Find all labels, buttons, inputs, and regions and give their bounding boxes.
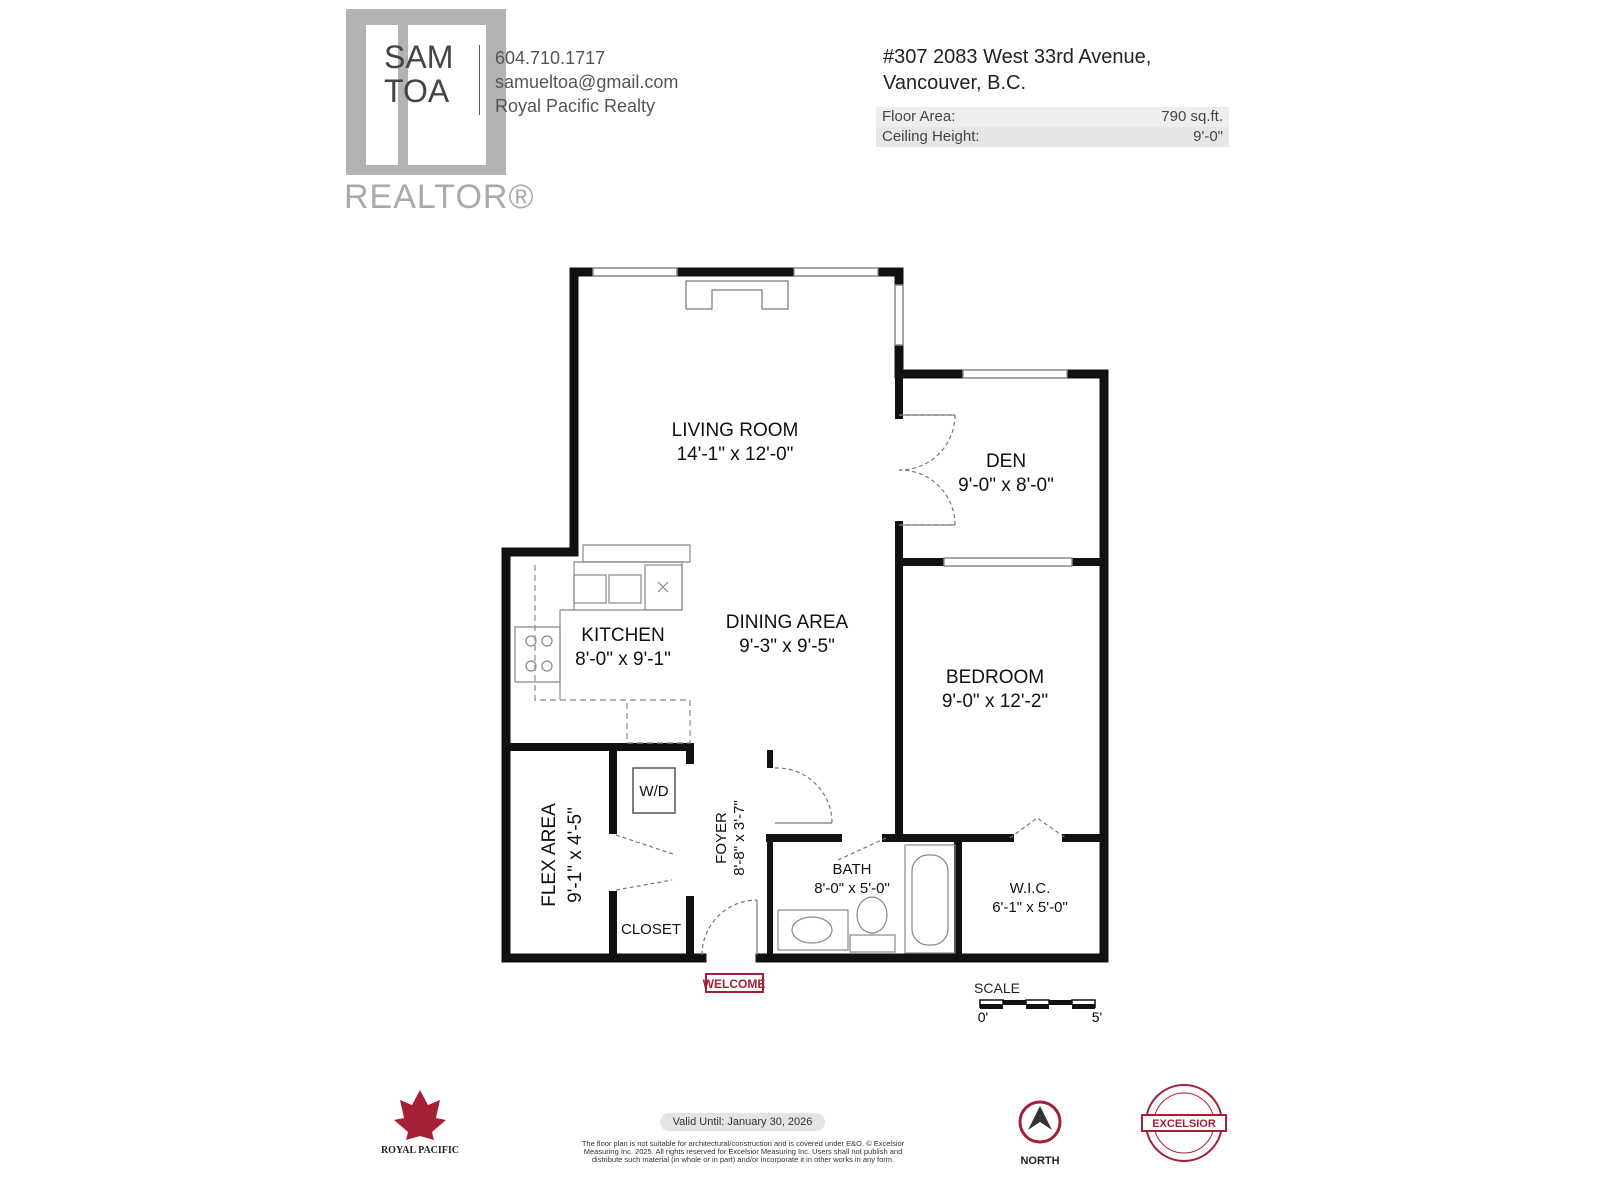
- scale-bar: SCALE 0' 5': [974, 980, 1102, 1025]
- bath-fixtures: [777, 844, 956, 954]
- maple-leaf-icon: [394, 1090, 446, 1140]
- agent-first-name: SAM: [384, 39, 454, 75]
- realtor-logo-stem: [398, 25, 408, 165]
- toilet-tank: [849, 934, 896, 953]
- stove-icon: [514, 626, 561, 683]
- fact-ceiling-height: Ceiling Height: 9'-0": [876, 127, 1229, 147]
- room-dims: 9'-3" x 9'-5": [739, 636, 835, 657]
- sink-icon: [791, 916, 833, 944]
- washer-dryer: [632, 767, 676, 814]
- room-dims: 9'-1" x 4'-5": [565, 807, 586, 903]
- room-kitchen: KITCHEN 8'-0" x 9'-1": [575, 625, 671, 670]
- kitchen-fixtures: [514, 544, 691, 744]
- room-den: DEN 9'-0" x 8'-0": [958, 451, 1054, 496]
- agent-name: SAM TOA: [384, 40, 453, 108]
- royal-pacific-logo: [394, 1090, 446, 1140]
- room-dims: 9'-0" x 12'-2": [942, 691, 1048, 712]
- room-name: KITCHEN: [581, 625, 664, 646]
- room-name: DINING AREA: [726, 612, 849, 633]
- room-name: LIVING ROOM: [672, 420, 799, 441]
- realtor-logo-r: [366, 25, 486, 165]
- room-bath: BATH 8'-0" x 5'-0": [814, 861, 890, 897]
- room-dims: 9'-0" x 8'-0": [958, 475, 1054, 496]
- scale-start: 0': [978, 1009, 988, 1025]
- dishwasher-icon: [644, 564, 683, 611]
- room-wic: W.I.C. 6'-1" x 5'-0": [992, 880, 1068, 916]
- north-compass-icon: [1018, 1100, 1062, 1144]
- fact-floor-area: Floor Area: 790 sq.ft.: [876, 107, 1229, 127]
- fact-value: 790 sq.ft.: [1161, 108, 1223, 125]
- seal-text: EXCELSIOR: [1152, 1118, 1216, 1130]
- agent-email: samueltoa@gmail.com: [495, 72, 679, 92]
- valid-until-badge: Valid Until: January 30, 2026: [660, 1113, 825, 1131]
- fact-label: Ceiling Height:: [882, 128, 980, 145]
- room-dims: 8'-0" x 9'-1": [575, 649, 671, 670]
- toilet-icon: [856, 896, 888, 934]
- room-flex: FLEX AREA 9'-1" x 4'-5": [539, 803, 586, 907]
- bathtub-icon: [904, 844, 956, 954]
- agent-last-name: TOA: [384, 73, 450, 109]
- room-foyer: FOYER 8'-8" x 3'-7": [713, 800, 748, 876]
- room-dims: 8'-0" x 5'-0": [814, 880, 890, 897]
- sink-icon: [573, 574, 607, 604]
- room-dims: 6'-1" x 5'-0": [992, 899, 1068, 916]
- windows: [592, 267, 1073, 567]
- doors: [615, 414, 1067, 956]
- welcome-text: WELCOME: [703, 977, 766, 991]
- room-name: BATH: [833, 861, 872, 878]
- property-facts: Floor Area: 790 sq.ft. Ceiling Height: 9'-…: [876, 107, 1229, 147]
- scale-label: SCALE: [974, 980, 1020, 996]
- divider: [479, 45, 480, 115]
- realtor-wordmark: REALTOR®: [344, 178, 535, 216]
- room-name: DEN: [986, 451, 1026, 472]
- north-label: NORTH: [1020, 1155, 1060, 1167]
- room-name: W.I.C.: [1010, 880, 1051, 897]
- vanity-icon: [777, 909, 849, 951]
- room-name: FOYER: [713, 812, 730, 864]
- agent-contact: 604.710.1717 samueltoa@gmail.com Royal P…: [495, 46, 678, 118]
- room-closet: CLOSET: [621, 921, 681, 938]
- room-wd: W/D: [639, 783, 668, 800]
- door-leaves: [756, 414, 955, 955]
- royal-pacific-text: ROYAL PACIFIC: [380, 1145, 460, 1156]
- room-dims: 14'-1" x 12'-0": [677, 444, 794, 465]
- sink-icon: [608, 574, 642, 604]
- disclaimer: The floor plan is not suitable for archi…: [581, 1139, 905, 1164]
- property-address: #307 2083 West 33rd Avenue, Vancouver, B…: [883, 44, 1151, 96]
- excelsior-seal: EXCELSIOR: [1141, 1084, 1227, 1162]
- fact-label: Floor Area:: [882, 108, 956, 125]
- address-line-2: Vancouver, B.C.: [883, 72, 1027, 94]
- room-name: FLEX AREA: [539, 803, 560, 907]
- scale-end: 5': [1092, 1009, 1102, 1025]
- welcome-mat: WELCOME: [703, 973, 766, 993]
- room-bedroom: BEDROOM 9'-0" x 12'-2": [942, 667, 1048, 712]
- agent-brokerage: Royal Pacific Realty: [495, 96, 656, 116]
- room-living: LIVING ROOM 14'-1" x 12'-0": [672, 420, 799, 465]
- room-dining: DINING AREA 9'-3" x 9'-5": [726, 612, 849, 657]
- room-dims: 8'-8" x 3'-7": [731, 800, 748, 876]
- address-line-1: #307 2083 West 33rd Avenue,: [883, 46, 1152, 68]
- fact-value: 9'-0": [1193, 128, 1223, 145]
- agent-phone: 604.710.1717: [495, 48, 606, 68]
- room-name: BEDROOM: [946, 667, 1044, 688]
- fireplace: [685, 280, 789, 310]
